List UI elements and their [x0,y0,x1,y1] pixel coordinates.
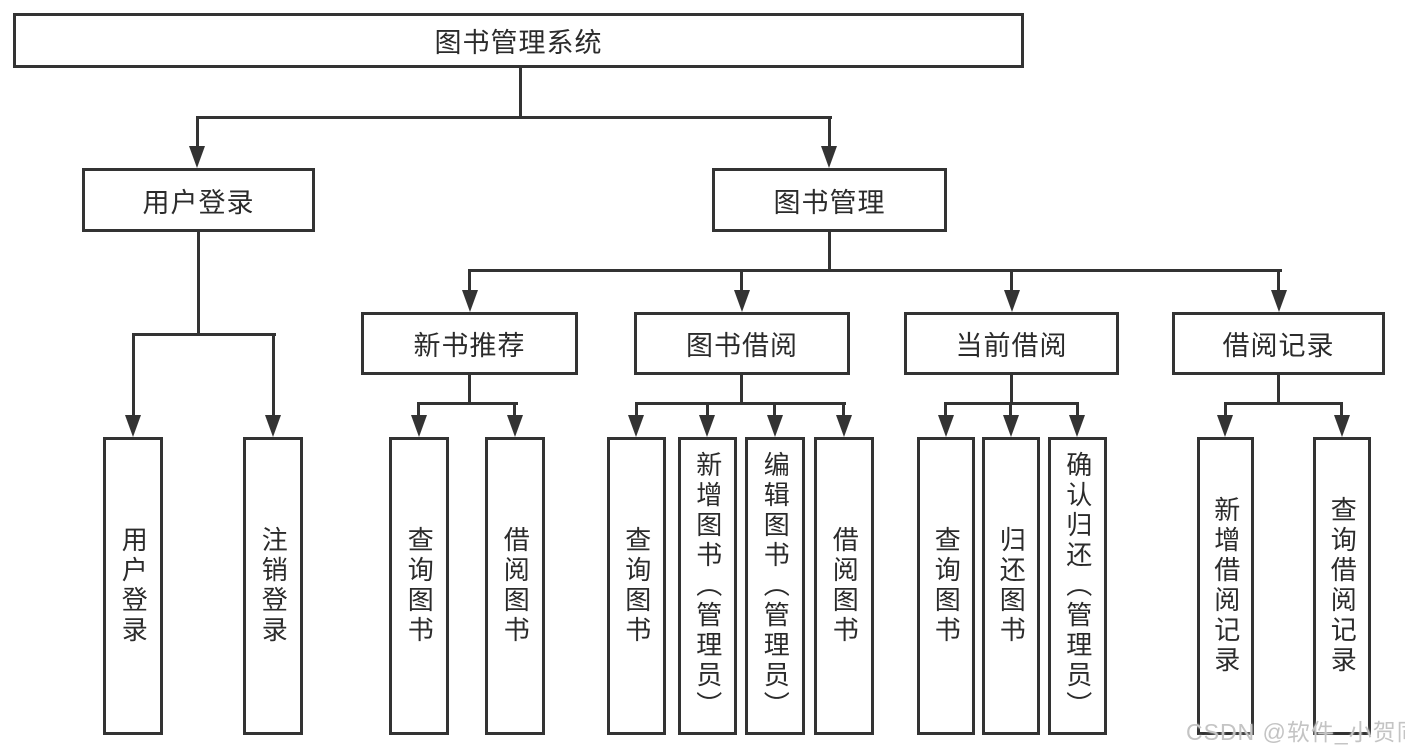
arrow-down-icon [189,146,205,168]
connector-line [196,116,832,119]
arrow-down-icon [507,415,523,437]
arrow-down-icon [1003,415,1019,437]
arrow-down-icon [1334,415,1350,437]
node-borrow-records: 借阅记录 [1172,312,1385,375]
leaf-query-books-recommend: 查询图书 [389,437,449,735]
connector-line [417,402,518,405]
node-library-management-system: 图书管理系统 [13,13,1024,68]
leaf-label: 借阅图书 [500,526,531,646]
arrow-down-icon [938,415,954,437]
leaf-return-books: 归还图书 [982,437,1040,735]
leaf-edit-books-admin: 编辑图书（管理员） [745,437,805,735]
leaf-label: 归还图书 [996,526,1027,646]
connector-line [519,68,522,119]
connector-line [1277,375,1280,405]
connector-line [1277,269,1280,294]
node-label: 借阅记录 [1222,331,1335,361]
connector-line [272,333,275,419]
connector-line [1224,402,1343,405]
arrow-down-icon [628,415,644,437]
node-current-borrow: 当前借阅 [904,312,1119,375]
connector-line [706,402,709,418]
leaf-label: 编辑图书（管理员） [760,451,791,721]
connector-line [468,375,471,405]
leaf-label: 新增图书（管理员） [692,451,723,721]
connector-line [740,375,743,405]
connector-line [132,333,135,419]
arrow-down-icon [1271,290,1287,312]
leaf-logout: 注销登录 [243,437,303,735]
node-new-book-recommend: 新书推荐 [361,312,578,375]
leaf-label: 确认归还（管理员） [1062,451,1093,721]
leaf-borrow-books: 借阅图书 [814,437,874,735]
leaf-label: 查询图书 [621,526,652,646]
connector-line [1076,402,1079,418]
connector-line [1010,375,1013,405]
arrow-down-icon [699,415,715,437]
arrow-down-icon [125,415,141,437]
connector-line [944,402,947,418]
leaf-label: 新增借阅记录 [1210,496,1241,676]
node-label: 图书管理 [773,187,886,218]
leaf-borrow-books-recommend: 借阅图书 [485,437,545,735]
node-book-management: 图书管理 [712,168,947,232]
leaf-query-borrow-record: 查询借阅记录 [1313,437,1371,735]
arrow-down-icon [821,146,837,168]
connector-line [828,232,831,272]
node-label: 用户登录 [142,187,255,218]
connector-line [635,402,846,405]
node-label: 当前借阅 [955,331,1068,361]
leaf-add-borrow-record: 新增借阅记录 [1197,437,1254,735]
connector-line [1009,402,1012,418]
connector-line [635,402,638,418]
arrow-down-icon [1217,415,1233,437]
arrow-down-icon [1069,415,1085,437]
node-book-borrow: 图书借阅 [634,312,850,375]
csdn-watermark: CSDN @软件_小贺同学 [1186,719,1405,745]
connector-line [842,402,845,418]
arrow-down-icon [836,415,852,437]
arrow-down-icon [734,290,750,312]
connector-line [196,116,199,150]
connector-line [740,269,743,294]
node-label: 图书借阅 [686,331,798,361]
connector-line [468,269,1282,272]
connector-line [132,333,276,336]
arrow-down-icon [411,415,427,437]
connector-line [1010,269,1013,294]
node-label: 新书推荐 [413,331,526,361]
arrow-down-icon [767,415,783,437]
leaf-user-login: 用户登录 [103,437,163,735]
leaf-add-books-admin: 新增图书（管理员） [678,437,737,735]
connector-line [513,402,516,418]
leaf-query-books-current: 查询图书 [917,437,975,735]
node-user-login: 用户登录 [82,168,315,232]
connector-line [1340,402,1343,418]
arrow-down-icon [462,290,478,312]
leaf-query-books-borrow: 查询图书 [607,437,666,735]
arrow-down-icon [1004,290,1020,312]
node-label: 图书管理系统 [434,28,603,58]
leaf-label: 用户登录 [118,526,149,646]
leaf-label: 查询图书 [931,526,962,646]
leaf-label: 查询借阅记录 [1327,496,1358,676]
connector-line [1224,402,1227,418]
leaf-label: 注销登录 [258,526,289,646]
connector-line [197,232,200,336]
leaf-label: 查询图书 [404,526,435,646]
leaf-confirm-return-admin: 确认归还（管理员） [1048,437,1107,735]
connector-line [773,402,776,418]
arrow-down-icon [265,415,281,437]
connector-line [468,269,471,294]
leaf-label: 借阅图书 [829,526,860,646]
connector-line [417,402,420,418]
connector-line [828,116,831,150]
